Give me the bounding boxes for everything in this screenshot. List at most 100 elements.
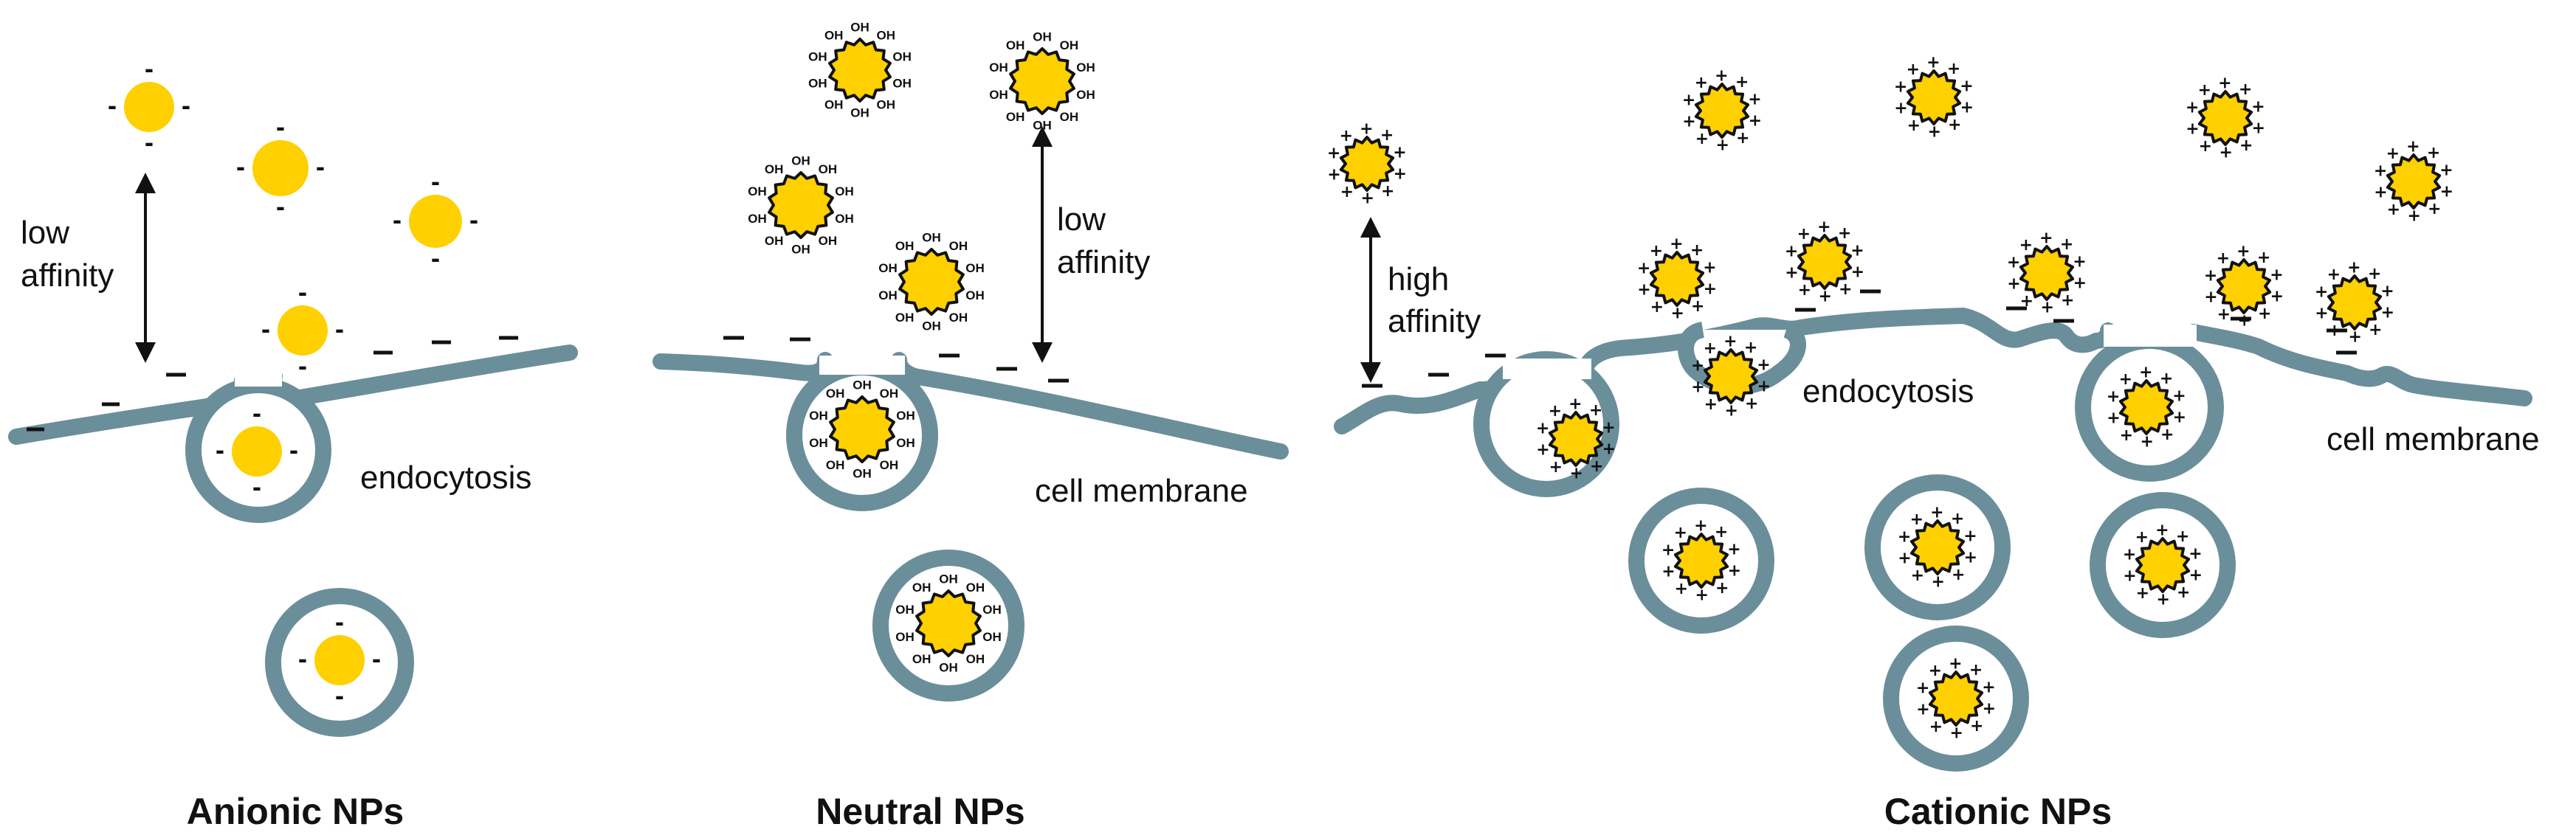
positive-charge-mark: + [1916,679,1929,698]
hydroxyl-group-label: OH [922,319,941,333]
positive-charge-mark: + [2348,328,2361,347]
positive-charge-mark: + [1675,580,1688,598]
hydroxyl-group-label: OH [895,630,915,644]
positive-charge-mark: + [1670,235,1683,254]
positive-charge-mark: + [1691,297,1704,316]
positive-charge-mark: + [1723,333,1737,351]
nanoparticle-core [2327,274,2383,330]
positive-charge-mark: + [1838,224,1851,243]
negative-charge-mark: - [316,156,325,181]
negative-charge-mark: - [372,648,381,673]
positive-charge-mark: + [2172,387,2186,405]
positive-charge-mark: + [1839,280,1852,299]
negative-charge-mark: - [252,476,261,502]
cationic-nanoparticle: ++++++++++ [1536,395,1616,483]
positive-charge-mark: + [2236,243,2250,261]
hydroxyl-group-label: OH [1006,110,1025,124]
nanoparticle-core [409,195,462,248]
hydroxyl-group-label: OH [896,409,915,423]
positive-charge-mark: + [2155,522,2169,540]
positive-charge-mark: + [1695,130,1709,148]
positive-charge-mark: + [2374,162,2387,181]
positive-charge-mark: + [2428,200,2441,218]
hydroxyl-group-label: OH [791,243,810,257]
positive-charge-mark: + [1704,339,1717,358]
nanoparticle-core [2135,537,2191,593]
anionic-nanoparticle: ---- [393,170,478,273]
hydroxyl-group-label: OH [824,97,844,111]
positive-charge-mark: + [2270,266,2283,284]
nanoparticle-core [1649,251,1705,307]
positive-charge-mark: + [2135,528,2149,547]
neutral-membrane-charges [723,336,1069,383]
positive-charge-mark: + [1670,305,1684,323]
positive-charge-mark: + [2176,527,2189,546]
positive-charge-mark: + [2237,312,2250,330]
positive-charge-mark: + [2258,305,2271,323]
positive-charge-mark: + [1602,418,1615,437]
positive-charge-mark: + [1715,136,1729,155]
positive-charge-mark: + [1949,655,1962,673]
negative-charge-mark: - [335,611,344,637]
nanoparticle-core [1009,47,1075,115]
neutral-affinity-label-line1: low [1057,201,1106,238]
positive-charge-mark: + [1691,378,1704,397]
positive-charge-mark: + [2218,75,2231,93]
positive-charge-mark: + [2186,99,2199,117]
positive-charge-mark: + [1911,567,1924,585]
positive-charge-mark: + [1590,457,1603,476]
cationic-nanoparticle: ++++++++++ [2186,75,2265,162]
positive-charge-mark: + [2219,144,2232,162]
neutral-caption: Neutral NPs [816,791,1024,832]
negative-charge-mark: - [182,94,190,120]
hydroxyl-group-label: OH [850,21,869,35]
neutral-cell-membrane-label: cell membrane [1035,473,1248,509]
negative-charge-mark: - [108,94,117,120]
positive-charge-mark: + [1960,98,1974,117]
anionic-nanoparticles: ------------------------ [108,58,478,710]
hydroxyl-group-label: OH [877,97,896,111]
positive-charge-mark: + [1360,190,1374,208]
anionic-caption: Anionic NPs [187,791,404,832]
nanoparticle-core [314,635,365,685]
anionic-nanoparticle: ---- [298,611,381,710]
positive-charge-mark: + [2327,266,2341,284]
positive-charge-mark: + [1569,465,1583,483]
hydroxyl-group-label: OH [949,311,968,325]
hydroxyl-group-label: OH [989,60,1008,75]
positive-charge-mark: + [1589,401,1602,420]
hydroxyl-group-label: OH [912,581,931,595]
positive-charge-mark: + [1715,579,1729,598]
hydroxyl-group-label: OH [835,212,854,226]
cationic-nanoparticle: ++++++++++ [1898,504,1977,592]
negative-charge-mark: - [289,439,298,465]
positive-charge-mark: + [2204,288,2217,307]
positive-charge-mark: + [1602,440,1616,458]
positive-charge-mark: + [1748,90,1761,108]
hydroxyl-group-label: OH [912,652,931,666]
anionic-panel: ------------------------ low affinity en… [8,58,578,832]
positive-charge-mark: + [1983,699,1996,718]
neutral-affinity-label-line2: affinity [1057,244,1150,280]
positive-charge-mark: + [1817,218,1831,237]
nanoparticle-core [1694,83,1750,139]
positive-charge-mark: + [2427,144,2440,162]
positive-charge-mark: + [1691,357,1704,375]
positive-charge-mark: + [1704,280,1717,298]
nanoparticle-core [828,38,892,103]
positive-charge-mark: + [1650,298,1664,316]
hydroxyl-group-label: OH [939,572,958,586]
negative-charge-mark: - [276,195,285,221]
anionic-nanoparticle: ---- [261,281,344,381]
positive-charge-mark: + [2199,137,2212,156]
negative-charge-mark: - [431,170,440,196]
positive-charge-mark: + [1536,420,1549,438]
nanoparticle-core [1797,234,1853,290]
hydroxyl-group-label: OH [892,76,912,90]
positive-charge-mark: + [1948,116,1961,134]
positive-charge-mark: + [1963,527,1977,545]
cationic-panel: ++++++++++++++++++++++++++++++++++++++++… [1327,54,2540,833]
